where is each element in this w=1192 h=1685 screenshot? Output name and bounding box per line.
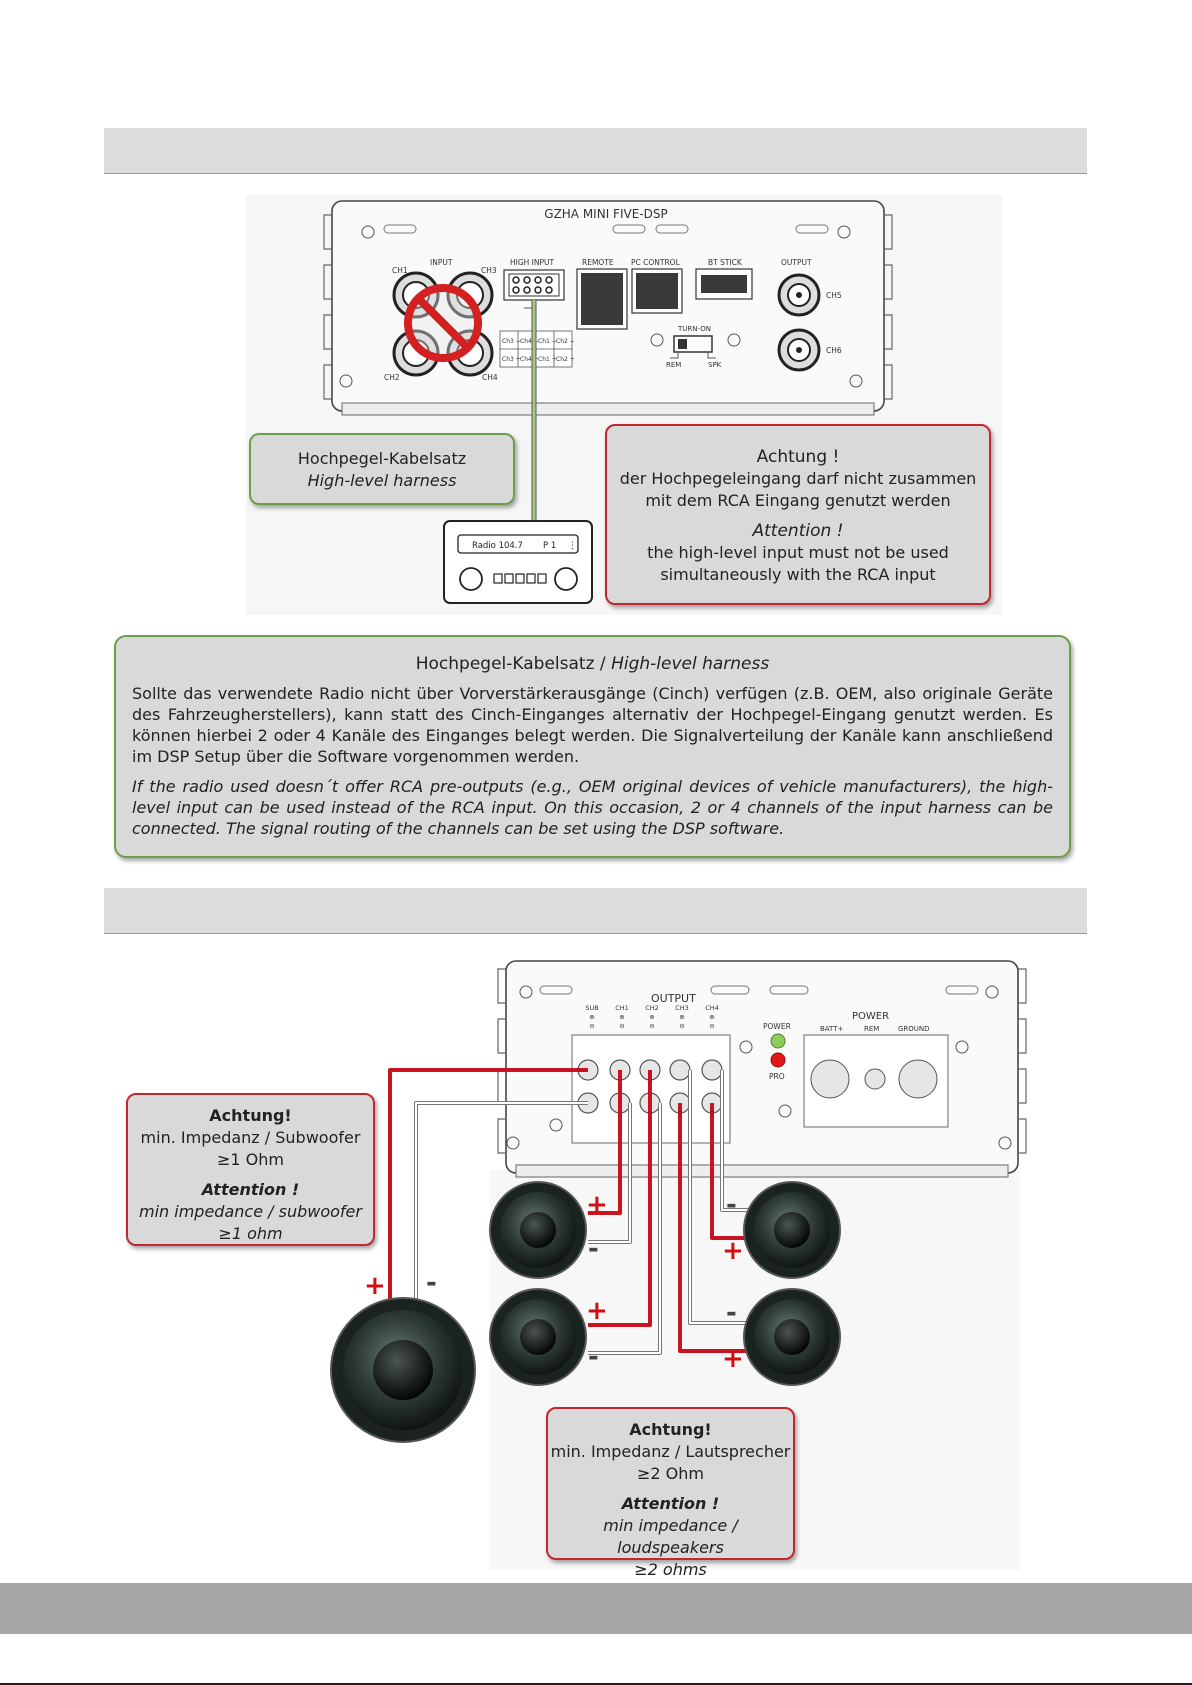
svg-text:PRO: PRO (769, 1072, 785, 1081)
svg-text:⊕: ⊕ (619, 1013, 624, 1021)
svg-text:⊕: ⊕ (709, 1013, 714, 1021)
svg-text:BATT+: BATT+ (820, 1025, 843, 1033)
svg-text:REM: REM (666, 361, 681, 369)
high-input-diagram: GZHA MINI FIVE-DSP CH1 INPUT CH3 CH2 CH4… (246, 195, 1002, 615)
svg-text:+: + (364, 1271, 386, 1301)
speaker-rear-right (743, 1288, 841, 1386)
svg-text:CH2: CH2 (645, 1004, 659, 1012)
radio-icon: Radio 104.7 P 1 ⋮ (443, 520, 593, 604)
info-paragraph-de: Sollte das verwendete Radio nicht über V… (132, 684, 1053, 766)
info-title: Hochpegel-Kabelsatz / High-level harness (415, 654, 770, 674)
amplifier-panel: OUTPUT SUB CH1 CH2 CH3 CH4 ⊕ ⊕ ⊕ ⊕ ⊕ ⊖ ⊖… (497, 960, 1027, 1178)
warning-title-de: Achtung ! (756, 447, 840, 467)
svg-text:⊕: ⊕ (649, 1013, 654, 1021)
harness-label-de: Hochpegel-Kabelsatz (297, 449, 467, 468)
svg-text:-: - (588, 1342, 599, 1372)
speaker-wires (388, 1068, 750, 1355)
protect-led (770, 1052, 786, 1068)
device-panel: GZHA MINI FIVE-DSP CH1 INPUT CH3 CH2 CH4… (323, 200, 893, 416)
device-title: GZHA MINI FIVE-DSP (544, 207, 667, 221)
harness-label-en: High-level harness (307, 471, 457, 490)
harness-label-box: Hochpegel-Kabelsatz High-level harness (249, 433, 515, 505)
svg-text:-: - (588, 1234, 599, 1264)
svg-text:-: - (426, 1268, 437, 1298)
svg-text:TURN-ON: TURN-ON (677, 325, 711, 333)
speaker-front-left (489, 1181, 587, 1279)
output-wiring-diagram: OUTPUT SUB CH1 CH2 CH3 CH4 ⊕ ⊕ ⊕ ⊕ ⊕ ⊖ ⊖… (120, 955, 1030, 1570)
svg-text:⊖: ⊖ (679, 1022, 684, 1030)
subwoofer (330, 1297, 476, 1443)
warning-box-subwoofer: Achtung! min. Impedanz / Subwoofer ≥1 Oh… (126, 1093, 375, 1246)
svg-text:OUTPUT: OUTPUT (781, 258, 812, 267)
svg-text:BT STICK: BT STICK (708, 258, 743, 267)
svg-text:HIGH INPUT: HIGH INPUT (510, 258, 555, 267)
svg-text:CH3: CH3 (675, 1004, 689, 1012)
svg-text:Ch3 −: Ch3 − (502, 338, 521, 345)
svg-text:⊖: ⊖ (649, 1022, 654, 1030)
svg-text:⊖: ⊖ (619, 1022, 624, 1030)
info-paragraph-en: If the radio used doesn´t offer RCA pre-… (132, 777, 1053, 838)
svg-text:SPK: SPK (708, 361, 722, 369)
svg-text:SUB: SUB (585, 1004, 598, 1012)
pin-labels: Ch3 − Ch4 − Ch1 − Ch2 − Ch3 + Ch4 + Ch1 … (499, 330, 575, 368)
svg-text:Ch1 +: Ch1 + (538, 356, 557, 363)
svg-text:+: + (722, 1236, 744, 1266)
svg-text:⋮: ⋮ (568, 541, 577, 551)
svg-text:REM: REM (864, 1025, 879, 1033)
warning-box-loudspeakers: Achtung! min. Impedanz / Lautsprecher ≥2… (546, 1407, 795, 1579)
svg-text:CH3: CH3 (481, 266, 497, 275)
svg-text:+: + (722, 1344, 744, 1374)
svg-text:INPUT: INPUT (430, 258, 453, 267)
power-led (770, 1033, 786, 1049)
svg-text:Radio 104.7: Radio 104.7 (472, 541, 523, 551)
svg-text:Ch1 −: Ch1 − (538, 338, 557, 345)
warning-box-high-input: Achtung ! der Hochpegeleingang darf nich… (605, 424, 991, 605)
svg-text:POWER: POWER (763, 1022, 791, 1031)
svg-text:Ch3 +: Ch3 + (502, 356, 521, 363)
svg-text:-: - (726, 1190, 737, 1220)
speaker-front-right (743, 1181, 841, 1279)
svg-text:CH1: CH1 (392, 266, 408, 275)
svg-text:⊕: ⊕ (589, 1013, 594, 1021)
svg-text:GROUND: GROUND (898, 1025, 930, 1033)
svg-text:+: + (586, 1296, 608, 1326)
svg-text:⊕: ⊕ (679, 1013, 684, 1021)
page-bottom-rule (0, 1683, 1192, 1685)
prohibited-icon (404, 284, 482, 362)
svg-text:Ch4 +: Ch4 + (520, 356, 539, 363)
svg-text:CH4: CH4 (482, 373, 498, 382)
svg-text:Ch4 −: Ch4 − (520, 338, 539, 345)
section-header-band-2 (104, 888, 1087, 934)
svg-text:CH5: CH5 (826, 291, 842, 300)
polarity-marks: + - + - + - - + - + (364, 1190, 744, 1374)
section-header-band-1 (104, 128, 1087, 174)
svg-text:POWER: POWER (852, 1011, 889, 1022)
page-footer-band (0, 1583, 1192, 1634)
svg-text:OUTPUT: OUTPUT (651, 992, 696, 1005)
svg-text:CH1: CH1 (615, 1004, 629, 1012)
svg-text:Ch2 +: Ch2 + (556, 356, 575, 363)
warning-title-en: Attention ! (752, 521, 844, 541)
high-level-harness-info: Hochpegel-Kabelsatz / High-level harness… (114, 635, 1071, 858)
svg-text:-: - (726, 1298, 737, 1328)
svg-text:CH2: CH2 (384, 373, 400, 382)
speaker-rear-left (489, 1288, 587, 1386)
svg-text:CH6: CH6 (826, 346, 842, 355)
svg-text:P 1: P 1 (543, 541, 556, 551)
svg-text:REMOTE: REMOTE (582, 258, 614, 267)
svg-text:+: + (586, 1190, 608, 1220)
svg-text:Ch2 −: Ch2 − (556, 338, 575, 345)
svg-text:PC CONTROL: PC CONTROL (631, 258, 681, 267)
svg-text:⊖: ⊖ (589, 1022, 594, 1030)
svg-text:CH4: CH4 (705, 1004, 719, 1012)
svg-text:⊖: ⊖ (709, 1022, 714, 1030)
